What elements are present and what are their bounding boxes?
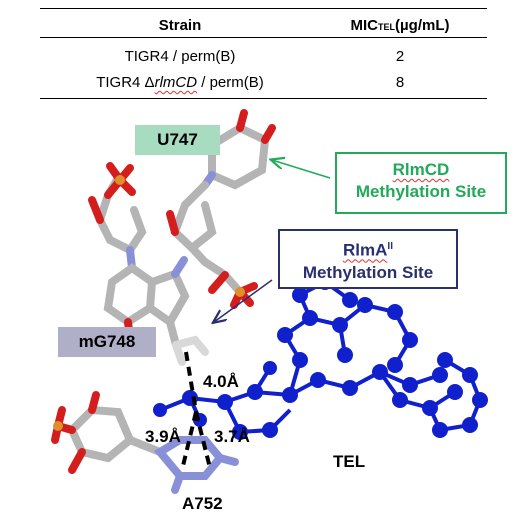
mg748-base bbox=[103, 256, 209, 366]
mic-table: Strain MICTEL(µg/mL) TIGR4 / perm(B) 2 T… bbox=[0, 0, 528, 100]
distance-line-2 bbox=[180, 411, 198, 471]
mg748-backbone bbox=[88, 162, 147, 272]
distance-lines bbox=[180, 351, 212, 471]
row2-strain-prefix: TIGR4 Δ bbox=[96, 74, 155, 91]
distance-line-3 bbox=[194, 411, 212, 469]
row2-strain: TIGR4 ΔrlmCD / perm(B) bbox=[40, 74, 320, 91]
distance-line-1 bbox=[184, 351, 198, 413]
row2-mic: 8 bbox=[395, 74, 405, 91]
header-mic-prefix: MIC bbox=[350, 17, 379, 34]
rlmcd-arrow bbox=[272, 160, 331, 179]
header-strain: Strain bbox=[158, 17, 202, 34]
table-top-rule bbox=[40, 8, 487, 9]
rlmaii-callout: RlmAII Methylation Site bbox=[278, 229, 458, 289]
rlmcd-callout: RlmCD Methylation Site bbox=[335, 152, 507, 214]
header-mic-unit: (µg/mL) bbox=[395, 17, 450, 34]
rlmaii-arrow bbox=[214, 279, 273, 322]
tel-molecule bbox=[153, 274, 488, 440]
row1-mic: 2 bbox=[395, 48, 405, 65]
row2-strain-suffix: / perm(B) bbox=[197, 74, 264, 91]
distance-label-2: 3.9Å bbox=[145, 427, 181, 446]
u747-residue bbox=[166, 109, 276, 309]
rlmaii-name: RlmA bbox=[343, 240, 388, 260]
rlmaii-sup: II bbox=[387, 241, 393, 252]
distance-label-3: 3.7Å bbox=[214, 427, 250, 446]
u747-label: U747 bbox=[135, 125, 220, 155]
header-mic-sub: TEL bbox=[378, 22, 396, 32]
rlmcd-site-text: Methylation Site bbox=[355, 182, 487, 201]
tel-label: TEL bbox=[333, 452, 366, 471]
header-mic: MICTEL(µg/mL) bbox=[330, 17, 470, 34]
a752-residue bbox=[51, 391, 239, 494]
distance-label-1: 4.0Å bbox=[203, 372, 239, 391]
a752-label: A752 bbox=[182, 494, 223, 513]
table-header-rule bbox=[40, 37, 487, 38]
mg748-label: mG748 bbox=[58, 327, 156, 357]
rlmaii-site-text: Methylation Site bbox=[302, 262, 434, 282]
row1-strain: TIGR4 / perm(B) bbox=[124, 48, 236, 65]
rlmcd-name: RlmCD bbox=[392, 160, 450, 179]
table-bottom-rule bbox=[40, 98, 487, 99]
row2-strain-gene: rlmCD bbox=[154, 74, 198, 91]
